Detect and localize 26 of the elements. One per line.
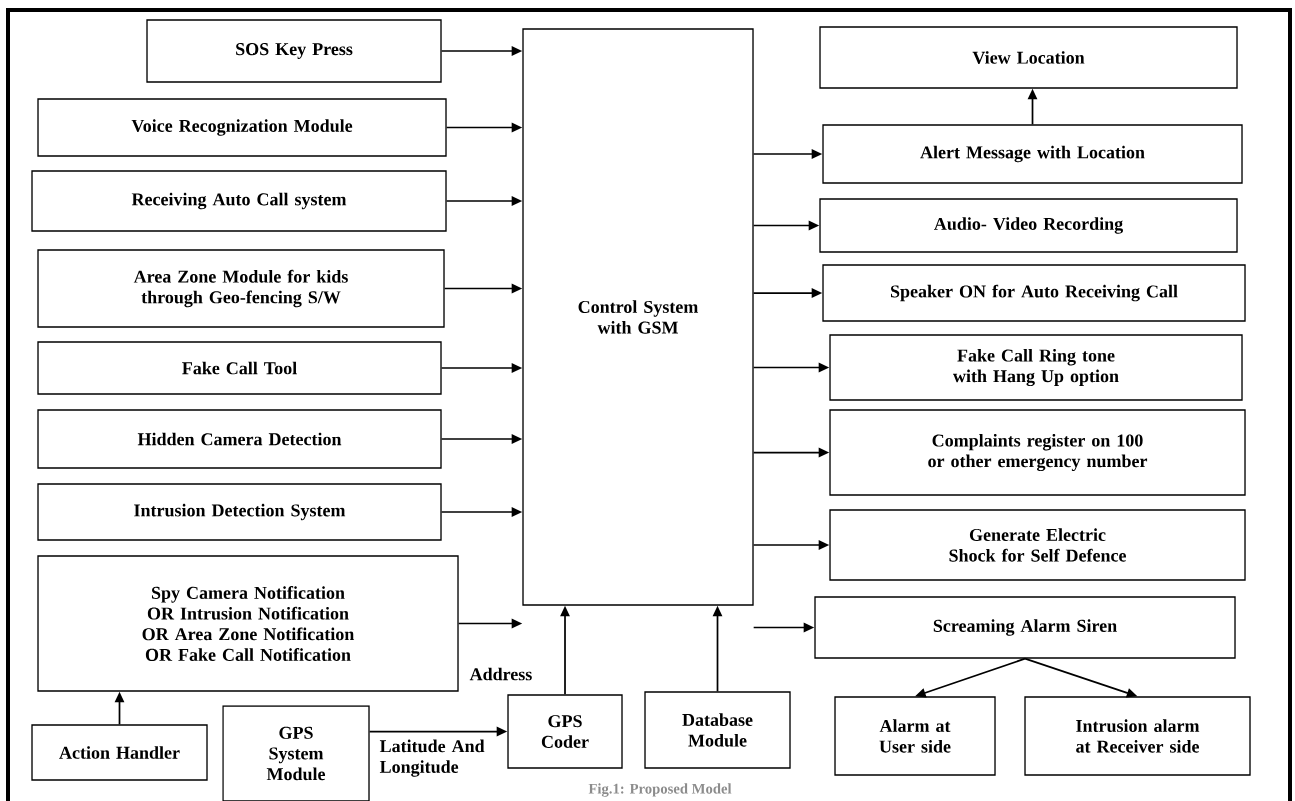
- process-box: Voice Recognization Module: [37, 98, 447, 157]
- edge-label: Latitude And Longitude: [379, 739, 485, 777]
- process-box: Intrusion Detection System: [37, 483, 442, 541]
- process-box: Hidden Camera Detection: [37, 409, 442, 469]
- process-box: Alarm at User side: [834, 696, 996, 776]
- process-box: Fake Call Ring tone with Hang Up option: [829, 334, 1243, 401]
- process-box: Area Zone Module for kids through Geo-fencing S/W: [37, 249, 445, 328]
- process-box: Alert Message with Location: [822, 124, 1243, 184]
- process-box: Database Module: [644, 691, 791, 769]
- process-box: Intrusion alarm at Receiver side: [1024, 696, 1251, 776]
- process-box: Fake Call Tool: [37, 341, 442, 395]
- process-box: Receiving Auto Call system: [31, 170, 447, 232]
- caption: Fig.1: Proposed Model: [588, 783, 732, 797]
- process-box: View Location: [819, 26, 1238, 89]
- process-box: GPS Coder: [507, 694, 623, 769]
- process-box: Complaints register on 100 or other emergency number: [829, 409, 1246, 496]
- process-box: Spy Camera Notification OR Intrusion Notification OR Area Zone Notification OR Fake Call Notification: [37, 555, 459, 692]
- process-box: GPS System Module: [222, 705, 370, 801]
- process-box: Audio- Video Recording: [819, 198, 1238, 253]
- control-box: Control System with GSM: [522, 28, 754, 606]
- process-box: SOS Key Press: [146, 19, 442, 83]
- process-box: Action Handler: [31, 724, 208, 781]
- process-box: Speaker ON for Auto Receiving Call: [822, 264, 1246, 322]
- process-box: Screaming Alarm Siren: [814, 596, 1236, 659]
- edge-label: Address: [469, 667, 532, 681]
- process-box: Generate Electric Shock for Self Defence: [829, 509, 1246, 581]
